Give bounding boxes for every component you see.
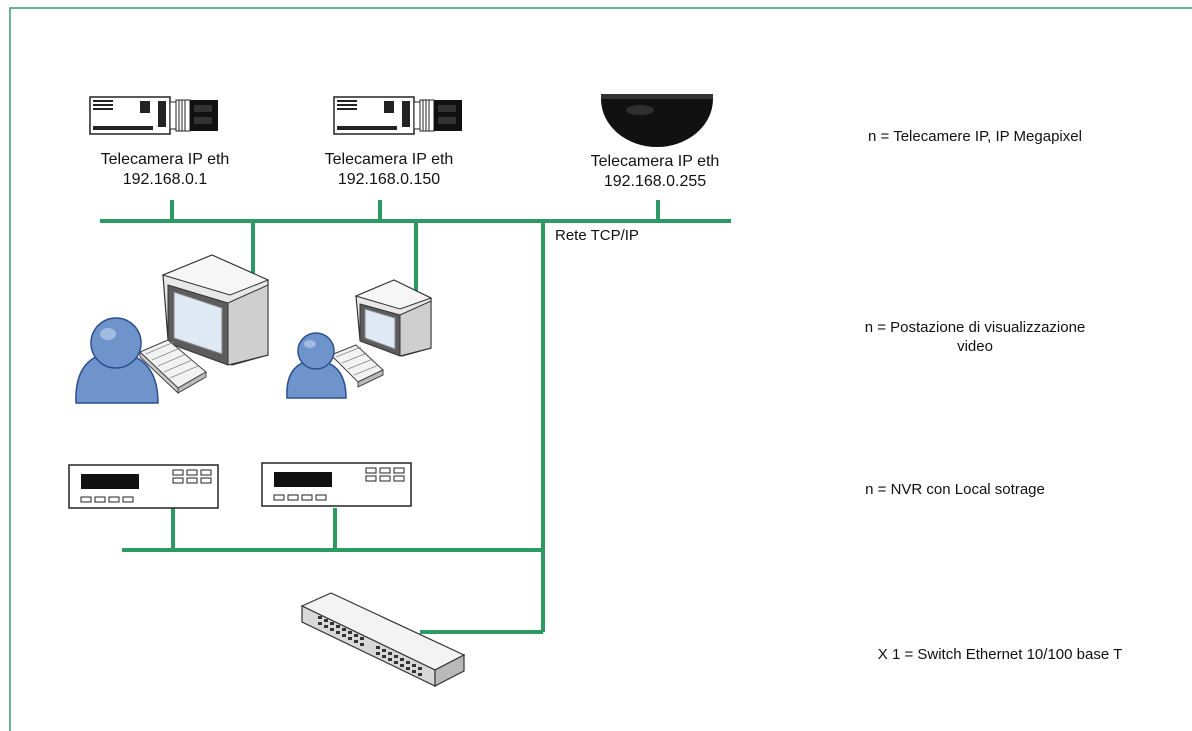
dome-camera-icon [601,94,713,147]
legend-nvr: n = NVR con Local sotrage [865,481,1045,498]
nvr-icon [261,462,412,507]
camera-1-ip: 192.168.0.1 [122,171,208,188]
network-lines [100,200,731,634]
switch-icon [300,592,466,687]
legend-workstations-line1: n = Postazione di visualizzazione [864,319,1086,336]
box-camera-icon [89,96,218,135]
user-icon [75,317,159,404]
camera-3-name: Telecamera IP eth [590,153,720,170]
camera-2-ip: 192.168.0.150 [337,171,441,188]
legend-cameras: n = Telecamere IP, IP Megapixel [868,128,1082,145]
legend-workstations: n = Postazione di visualizzazione video [820,318,1130,356]
camera-2-label: Telecamera IP eth 192.168.0.150 [284,150,494,190]
nvr-icon [68,464,219,509]
camera-2-name: Telecamera IP eth [324,151,454,168]
network-label: Rete TCP/IP [555,227,639,244]
legend-workstations-line2: video [957,338,993,355]
workstation-2 [286,279,433,399]
box-camera-icon [333,96,462,135]
camera-3-ip: 192.168.0.255 [603,173,707,190]
camera-1-label: Telecamera IP eth 192.168.0.1 [60,150,270,190]
legend-switch: X 1 = Switch Ethernet 10/100 base T [877,646,1123,663]
camera-1-name: Telecamera IP eth [100,151,230,168]
workstation-1 [75,254,270,404]
user-icon [286,332,347,399]
diagram-frame [9,7,1192,731]
camera-3-label: Telecamera IP eth 192.168.0.255 [550,152,760,192]
